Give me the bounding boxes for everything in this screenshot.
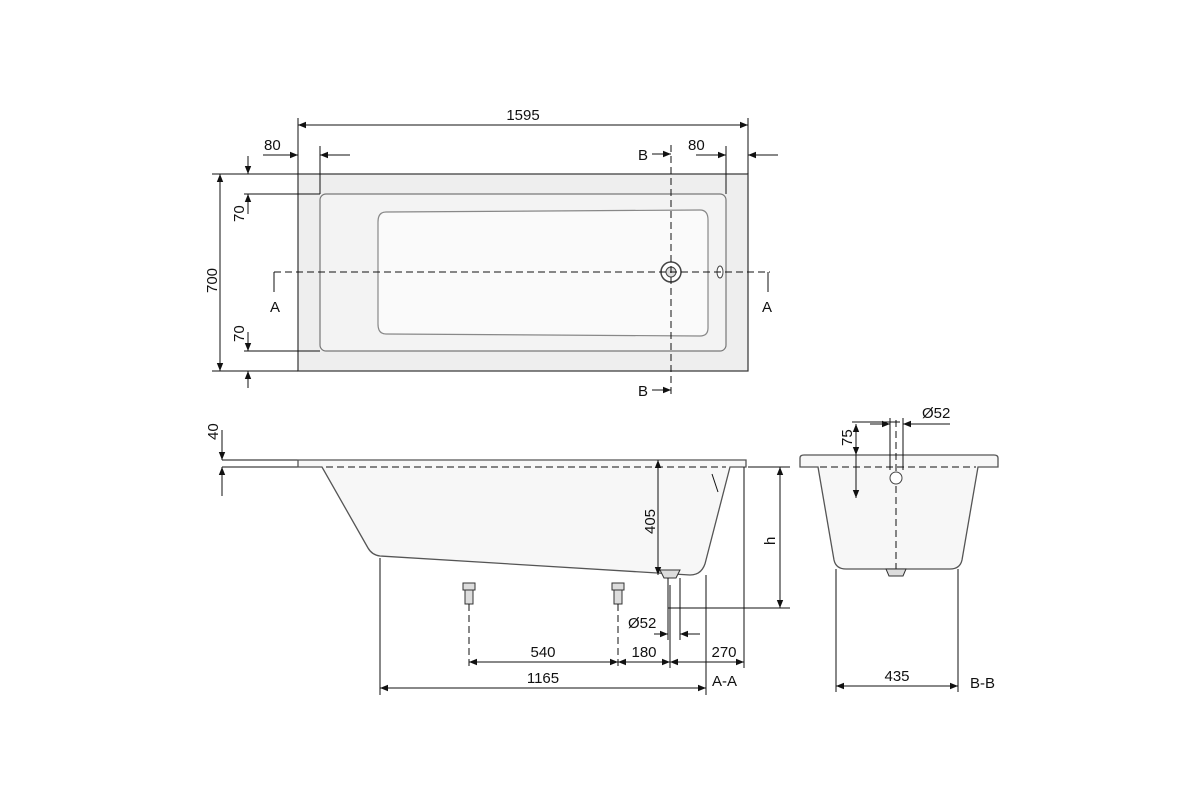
tub-basin xyxy=(377,209,709,337)
plan-view: A A B B 1595 80 80 700 70 xyxy=(204,107,778,400)
dim-overflow-diameter: Ø52 xyxy=(922,405,950,422)
dim-rim-height: 40 xyxy=(205,423,222,440)
tub-section-a xyxy=(297,459,747,576)
overflow-mark xyxy=(711,473,719,493)
dim-drain-diameter: Ø52 xyxy=(628,615,656,632)
leg-right xyxy=(611,582,625,668)
drain-fitting-b-icon xyxy=(885,568,907,577)
leg-left xyxy=(462,582,476,668)
dim-rim-left: 80 xyxy=(264,137,281,154)
dim-overall-width: 700 xyxy=(204,268,221,293)
drain-fitting-icon xyxy=(659,569,681,579)
dim-rim-right: 80 xyxy=(688,137,705,154)
section-b-top-label: B xyxy=(638,147,648,164)
dim-drain-offset: 180 xyxy=(631,644,656,661)
dim-end-offset: 270 xyxy=(711,644,736,661)
dim-rim-bottom: 70 xyxy=(231,325,248,342)
section-b-view: 75 Ø52 435 B-B xyxy=(799,405,999,692)
dim-bottom-length: 1165 xyxy=(527,670,559,687)
dim-overflow-height: 75 xyxy=(839,429,856,446)
dim-bottom-width: 435 xyxy=(884,668,909,685)
tub-section-b xyxy=(799,454,999,570)
section-b-bottom-label: B xyxy=(638,383,648,400)
dim-leg-spacing: 540 xyxy=(530,644,555,661)
section-a-view: 40 405 h Ø52 540 180 270 1165 A-A xyxy=(205,423,790,695)
overflow-opening-icon xyxy=(889,471,903,485)
section-b-caption: B-B xyxy=(970,675,995,692)
section-a-right-label: A xyxy=(762,299,772,316)
section-a-caption: A-A xyxy=(712,673,737,690)
dim-rim-top: 70 xyxy=(231,205,248,222)
dim-overall-length: 1595 xyxy=(506,107,539,124)
dim-height-variable: h xyxy=(762,537,779,545)
dim-depth: 405 xyxy=(642,509,659,534)
section-a-left-label: A xyxy=(270,299,280,316)
